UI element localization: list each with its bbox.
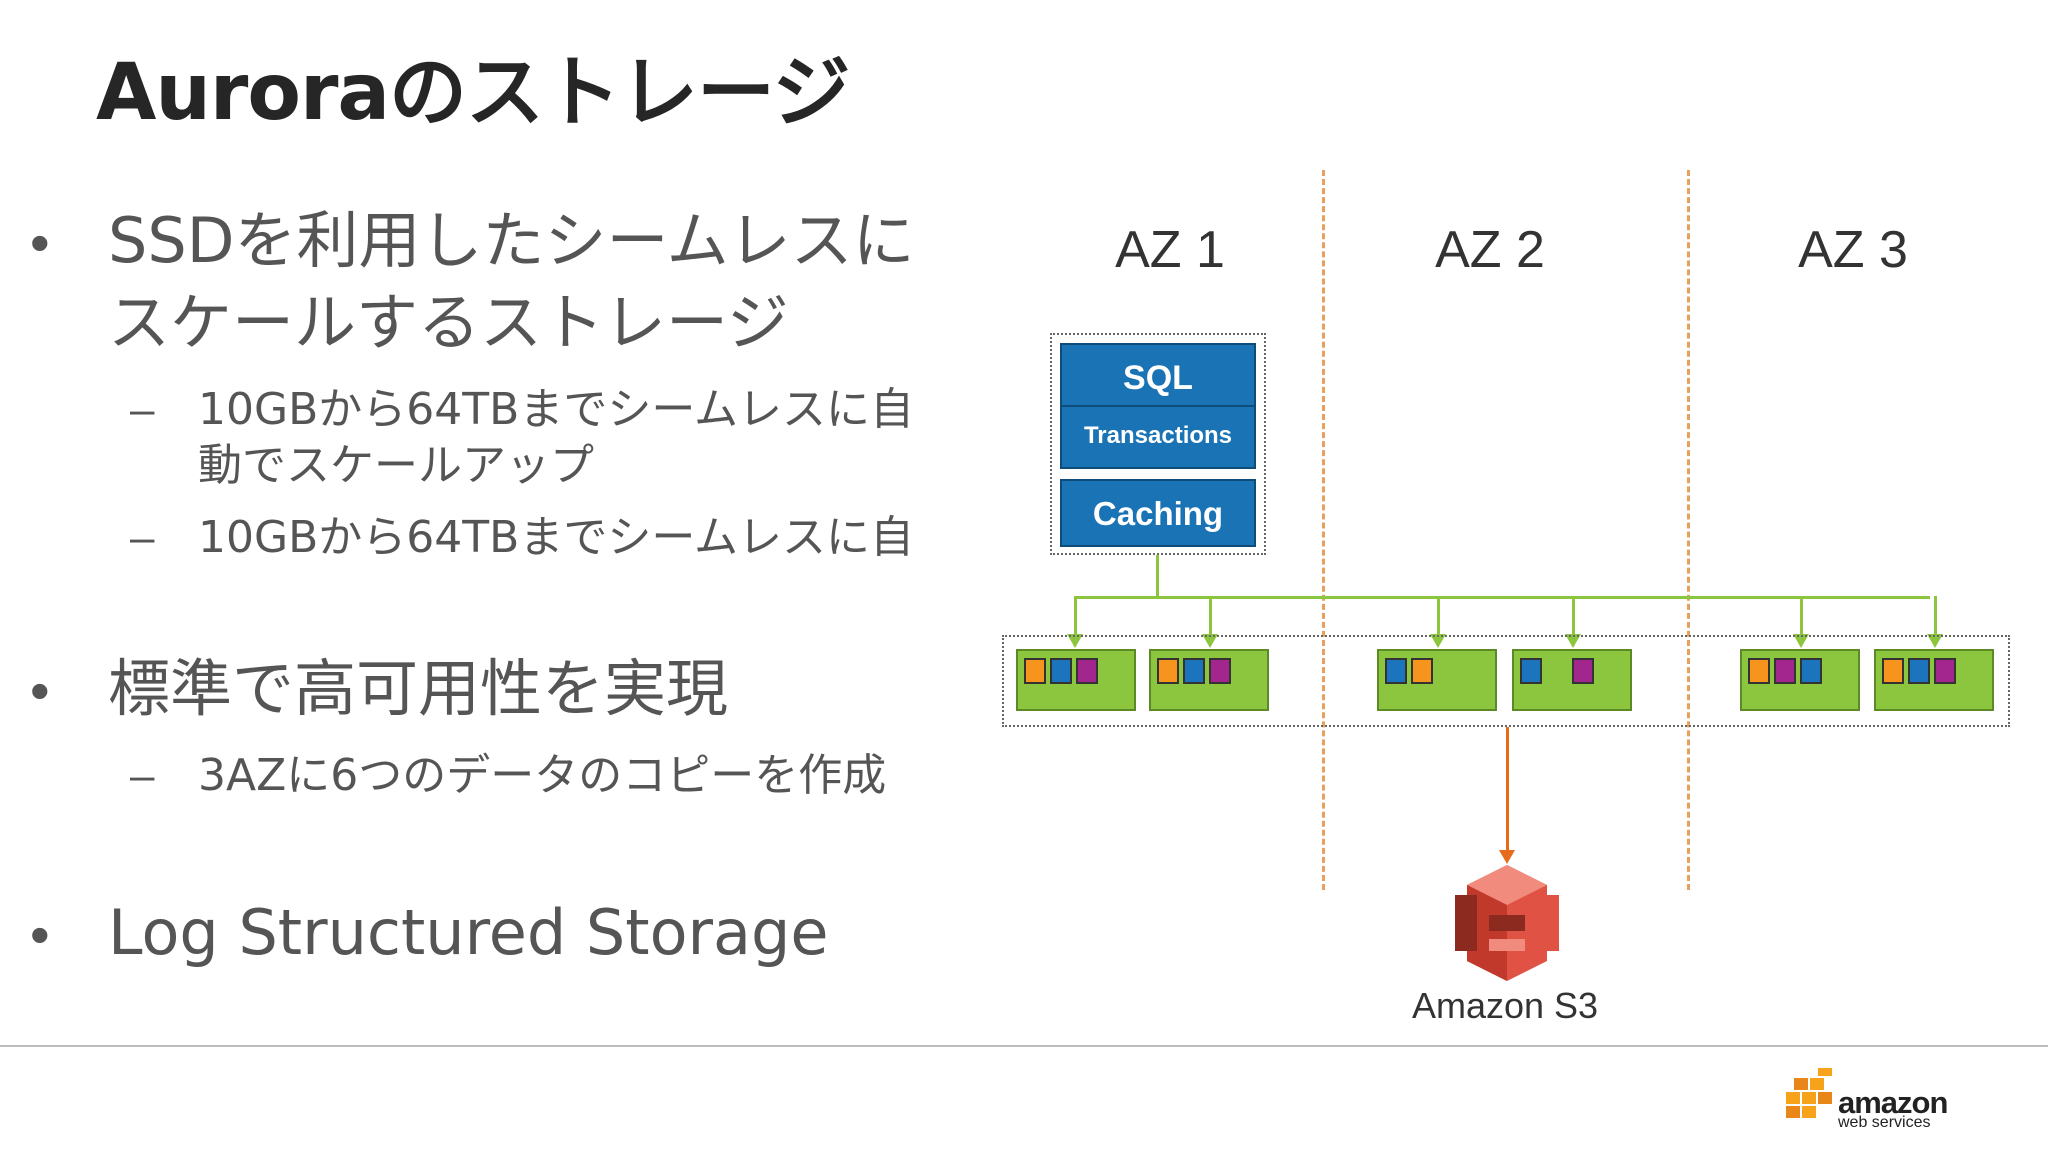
storage-node — [1512, 649, 1632, 711]
dash-icon: – — [130, 751, 155, 800]
database-instance: SQL Transactions Caching — [1050, 333, 1266, 555]
connector-line — [1074, 596, 1077, 636]
arrow-icon — [1430, 634, 1446, 648]
bullet-dot-icon: • — [30, 659, 50, 722]
footer-divider — [0, 1045, 2048, 1047]
dash-icon: – — [130, 513, 155, 562]
sub-bullet-text: 10GBから64TBまでシームレスに自 動でスケールアップ — [198, 382, 1018, 494]
arrow-icon — [1565, 634, 1581, 648]
connector-line — [1437, 596, 1440, 636]
data-block-blue-icon — [1385, 658, 1407, 684]
data-block-purple-icon — [1572, 658, 1594, 684]
az-label: AZ 2 — [1435, 221, 1545, 279]
data-block-orange-icon — [1157, 658, 1179, 684]
storage-diagram: AZ 1 AZ 2 AZ 3 SQL Transactions Caching — [990, 160, 2048, 1040]
sub-bullet-text-line: 10GBから64TBまでシームレスに自 — [198, 384, 914, 435]
connector-line — [1156, 555, 1159, 598]
backup-connector-line — [1506, 727, 1509, 852]
aws-logo-text: amazon — [1838, 1085, 1948, 1120]
connector-line — [1074, 596, 1930, 599]
az-divider — [1322, 170, 1325, 890]
arrow-icon — [1067, 634, 1083, 648]
data-block-orange-icon — [1882, 658, 1904, 684]
data-block-blue-icon — [1050, 658, 1072, 684]
storage-node — [1874, 649, 1994, 711]
slide-title: Auroraのストレージ — [96, 48, 850, 138]
data-block-orange-icon — [1748, 658, 1770, 684]
transactions-label: Transactions — [1083, 422, 1233, 449]
bullet-text-line: SSDを利用したシームレスに — [108, 204, 915, 277]
sub-bullet-text-line: 動でスケールアップ — [198, 440, 594, 491]
az-label: AZ 1 — [1115, 221, 1225, 279]
storage-node — [1016, 649, 1136, 711]
az-label: AZ 3 — [1798, 221, 1908, 279]
arrow-icon — [1499, 850, 1515, 864]
bullet-dot-icon: • — [30, 903, 50, 966]
connector-line — [1209, 596, 1212, 636]
caching-box: Caching — [1060, 479, 1256, 547]
data-block-blue-icon — [1800, 658, 1822, 684]
connector-line — [1572, 596, 1575, 636]
sub-bullet-text: 10GBから64TBまでシームレスに自 — [198, 512, 914, 563]
storage-node — [1149, 649, 1269, 711]
bullet-text: SSDを利用したシームレスに スケールするストレージ — [108, 200, 1028, 364]
bullet-text-line: スケールするストレージ — [108, 286, 789, 359]
data-block-orange-icon — [1411, 658, 1433, 684]
data-block-blue-icon — [1520, 658, 1542, 684]
sql-label: SQL — [1062, 345, 1254, 407]
amazon-s3-label: Amazon S3 — [1411, 985, 1599, 1026]
bullet-text: 標準で高可用性を実現 — [108, 652, 729, 725]
aws-logo-icon — [1786, 1068, 1832, 1118]
bullet-dot-icon: • — [30, 211, 50, 274]
storage-volume-group — [1002, 635, 2010, 727]
connector-line — [1800, 596, 1803, 636]
aws-logo-subtext: web services — [1838, 1114, 1931, 1131]
data-block-orange-icon — [1024, 658, 1046, 684]
data-block-blue-icon — [1908, 658, 1930, 684]
arrow-icon — [1202, 634, 1218, 648]
sub-bullet-text: 3AZに6つのデータのコピーを作成 — [198, 750, 887, 801]
arrow-icon — [1793, 634, 1809, 648]
data-block-purple-icon — [1076, 658, 1098, 684]
data-block-purple-icon — [1774, 658, 1796, 684]
data-block-purple-icon — [1934, 658, 1956, 684]
storage-node — [1377, 649, 1497, 711]
arrow-icon — [1927, 634, 1943, 648]
az-divider — [1687, 170, 1690, 890]
data-block-blue-icon — [1183, 658, 1205, 684]
data-block-purple-icon — [1209, 658, 1231, 684]
sql-transactions-box: SQL Transactions — [1060, 343, 1256, 469]
storage-node — [1740, 649, 1860, 711]
connector-line — [1934, 596, 1937, 636]
dash-icon: – — [130, 385, 155, 434]
amazon-s3-icon — [1455, 865, 1559, 981]
bullet-text: Log Structured Storage — [108, 896, 829, 969]
